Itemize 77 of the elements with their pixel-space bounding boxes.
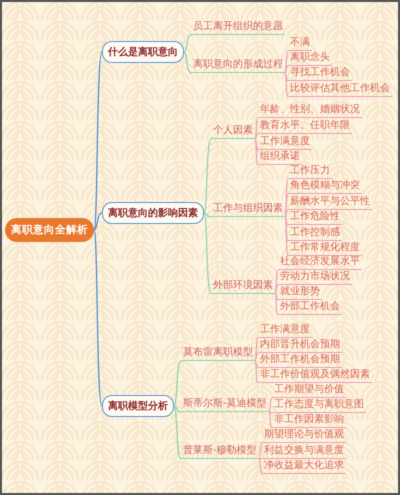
- leaf-topic: 外部工作机会预期: [258, 354, 342, 368]
- leaf-topic: 社会经济发展水平: [278, 256, 362, 270]
- leaf-topic: 净收益最大化追求: [262, 460, 346, 474]
- branch-line: [174, 405, 182, 413]
- leaf-topic: 劳动力市场状况: [278, 271, 352, 285]
- leaf-topic: 非工作因素影响: [272, 414, 346, 428]
- central-topic: 离职意向全解析: [5, 218, 94, 242]
- main-topic: 什么是离职意向: [102, 41, 184, 63]
- leaf-topic: 年龄、性别、婚姻状况: [258, 104, 362, 118]
- branch-line: [254, 133, 258, 140]
- leaf-topic: 利益交换与满意度: [262, 445, 346, 459]
- leaf-topic: 就业形势: [278, 286, 322, 300]
- branch-line: [93, 230, 103, 406]
- main-topic: 离职模型分析: [102, 395, 174, 417]
- leaf-topic: 薪酬水平与公平性: [288, 196, 372, 210]
- branch-line: [254, 360, 259, 384]
- branch-line: [258, 442, 262, 460]
- branch-line: [284, 216, 288, 226]
- branch-line: [274, 294, 278, 300]
- leaf-topic: 工作危险性: [288, 211, 342, 225]
- branch-line: [258, 458, 262, 474]
- branch-line: [174, 360, 182, 406]
- subtopic: 斯蒂尔斯-莫迪模型: [181, 398, 269, 412]
- branch-line: [284, 194, 289, 218]
- branch-line: [93, 52, 103, 230]
- leaf-topic: 非工作价值观及偶然因素: [258, 369, 372, 383]
- branch-line: [203, 138, 212, 214]
- branch-line: [254, 338, 259, 362]
- leaf-topic: 离职念头: [288, 52, 332, 66]
- branch-line: [254, 118, 259, 140]
- branch-line: [203, 212, 212, 294]
- leaf-topic: 工作满意度: [258, 324, 312, 338]
- leaf-topic: 期望理论与价值观: [262, 429, 346, 443]
- leaf-topic: 工作期望与价值: [272, 384, 346, 398]
- main-topic: 离职意向的影响因素: [102, 202, 204, 224]
- branch-line: [254, 138, 259, 166]
- leaf-topic: 教育水平、任职年限: [258, 120, 352, 134]
- leaf-topic: 工作满意度: [258, 136, 312, 150]
- subtopic: 外部环境因素: [211, 280, 275, 294]
- branch-line: [284, 66, 288, 74]
- subtopic: 员工离开组织的意愿: [191, 21, 285, 35]
- leaf-topic: 不满: [288, 37, 312, 51]
- leaf-topic: 工作控制感: [288, 227, 342, 241]
- subtopic: 莫布雷离职模型: [181, 347, 255, 361]
- branch-line: [284, 72, 289, 98]
- leaf-topic: 工作压力: [288, 165, 332, 179]
- branch-line: [254, 360, 258, 368]
- leaf-topic: 比较评估其他工作机会: [288, 83, 392, 97]
- branch-line: [268, 411, 272, 414]
- subtopic: 离职意向的形成过程: [191, 59, 285, 73]
- leaf-topic: 工作常规化程度: [288, 242, 362, 256]
- leaf-topic: 工作态度与离职意图: [272, 399, 366, 413]
- branch-line: [94, 212, 102, 231]
- leaf-topic: 角色模糊与冲突: [288, 180, 362, 194]
- branch-line: [284, 216, 289, 242]
- branch-line: [184, 34, 192, 52]
- subtopic: 工作与组织因素: [211, 203, 285, 217]
- branch-line: [284, 72, 288, 82]
- leaf-topic: 外部工作机会: [278, 301, 342, 315]
- branch-line: [174, 406, 182, 460]
- leaf-topic: 寻找工作机会: [288, 67, 352, 81]
- branch-line: [184, 52, 192, 74]
- branch-line: [254, 352, 258, 362]
- leaf-topic: 组织承诺: [258, 151, 302, 165]
- branch-line: [284, 210, 288, 218]
- branch-line: [259, 458, 262, 460]
- subtopic: 个人因素: [211, 125, 255, 139]
- branch-line: [274, 270, 279, 294]
- branch-line: [254, 138, 258, 150]
- branch-line: [268, 398, 272, 412]
- branch-line: [274, 294, 279, 316]
- branch-line: [284, 216, 289, 256]
- branch-line: [284, 50, 289, 74]
- subtopic: 普莱斯-穆勒模型: [181, 445, 259, 459]
- branch-line: [274, 284, 278, 294]
- leaf-topic: 内部晋升机会预期: [258, 339, 342, 353]
- branch-line: [268, 412, 272, 428]
